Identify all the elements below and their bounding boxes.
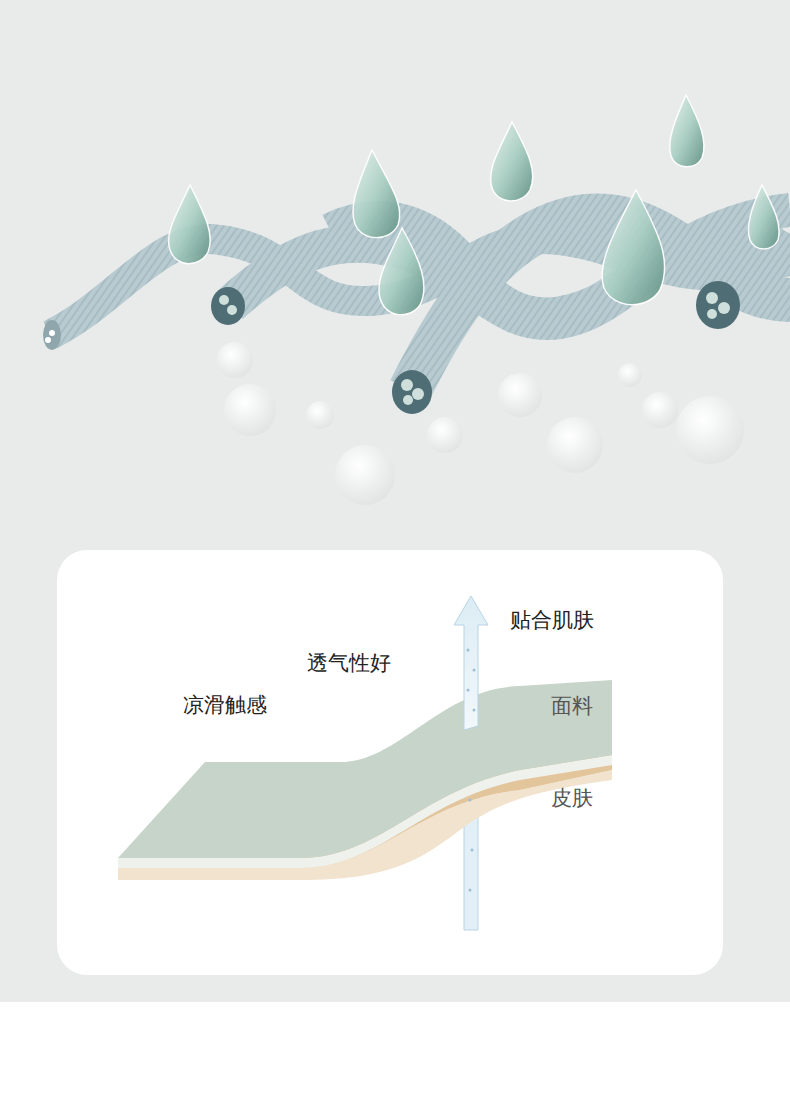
foam-balls xyxy=(217,342,744,505)
text-label: 皮肤 xyxy=(551,786,593,811)
arrow-dots xyxy=(467,649,476,892)
text-label: 凉滑触感 xyxy=(183,693,267,718)
arrow-upper xyxy=(454,596,488,730)
text-label: 透气性好 xyxy=(307,651,391,676)
text-label: 贴合肌肤 xyxy=(510,608,594,633)
fiber-strands xyxy=(50,210,790,390)
text-label: 面料 xyxy=(551,694,593,719)
fiber-illustration xyxy=(0,0,790,550)
fabric-top xyxy=(118,680,612,858)
water-droplets xyxy=(169,95,780,315)
